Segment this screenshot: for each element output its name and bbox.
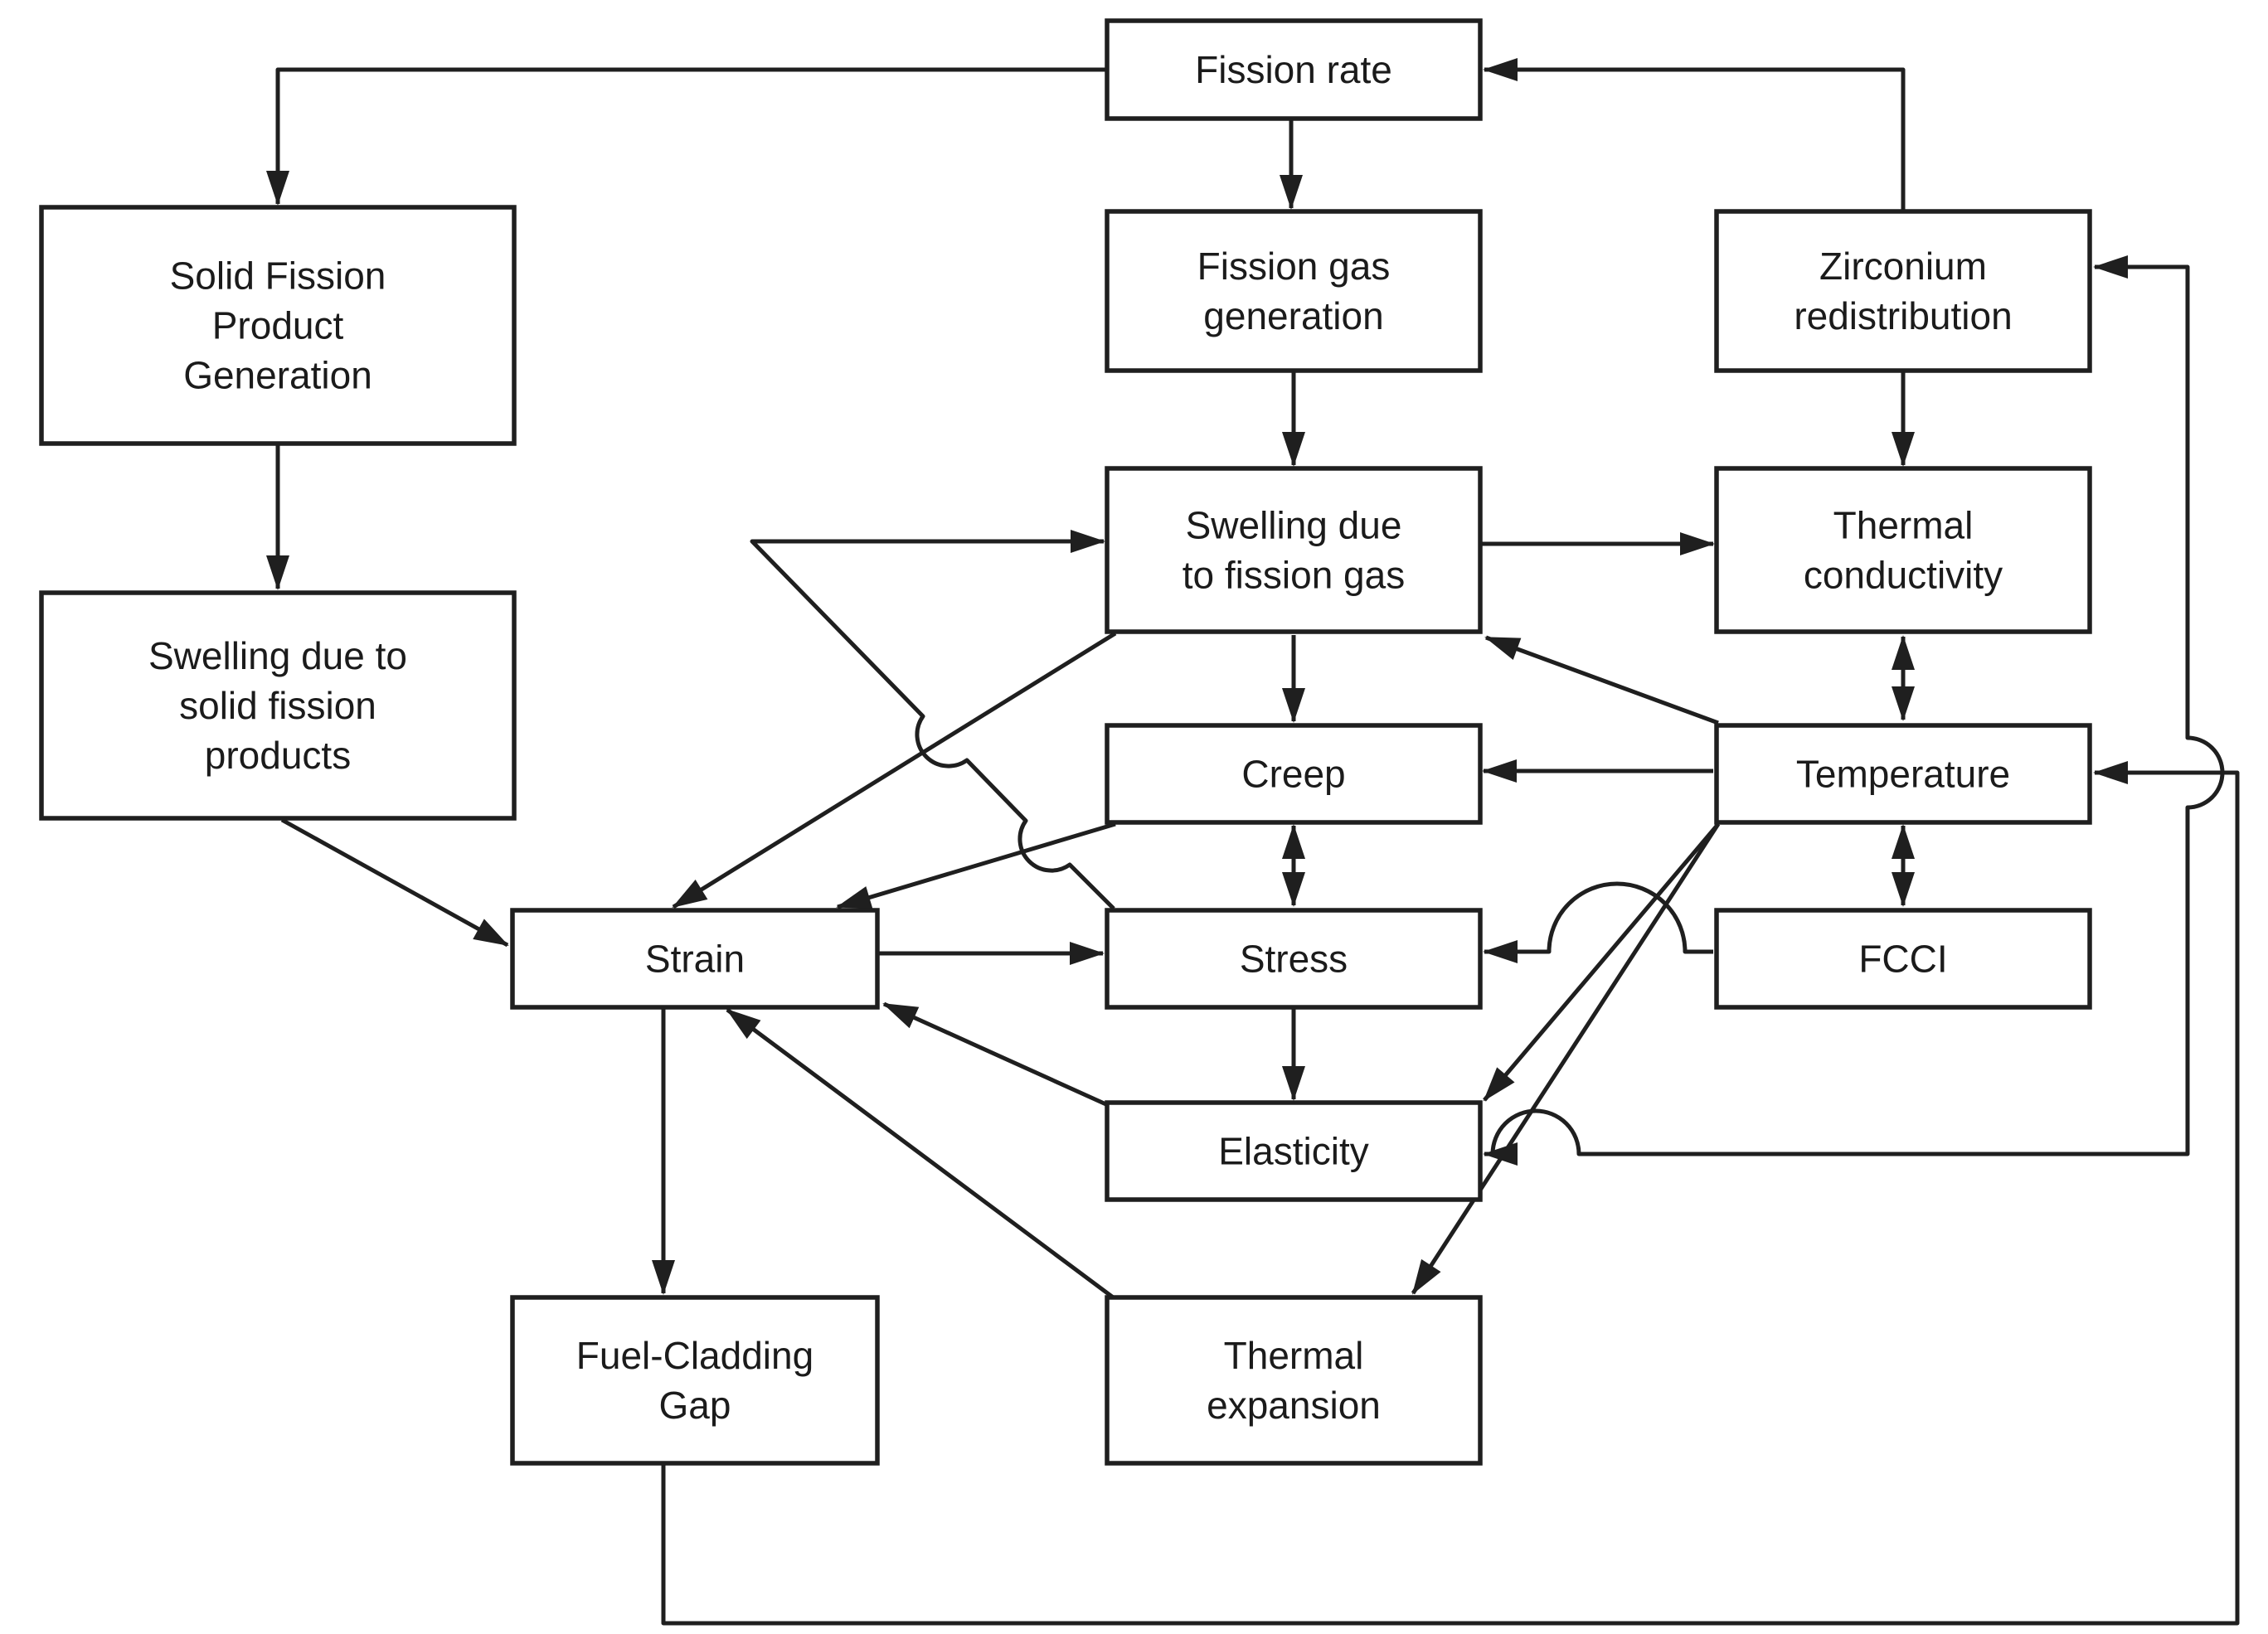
node-strain: Strain [510,908,880,1010]
edge-fission-rate-to-solid-fission-product-generation [266,67,1107,206]
edge-swelling-solid-fission-products-to-strain [280,817,509,948]
creep-box [1105,723,1483,825]
swelling-solid-fission-products-box [39,590,517,821]
temperature-box [1714,723,2092,825]
fission-rate-box [1105,18,1483,121]
node-fission-rate: Fission rate [1105,18,1483,121]
fcci-label: FCCI [1858,938,1947,981]
stress-label: Stress [1240,938,1348,981]
solid-fission-product-generation-box [39,205,517,446]
edge-temperature-to-elasticity [1483,822,1720,1102]
stress-box [1105,908,1483,1010]
elasticity-box [1105,1100,1483,1202]
thermal-conductivity-box [1714,466,2092,634]
edge-zirconium-redistribution-to-fission-rate [1483,58,1906,210]
edge-temperature-to-swelling-fission-gas [1484,635,1719,725]
strain-box [510,908,880,1010]
node-stress: Stress [1105,908,1483,1010]
edge-swelling-fission-gas-to-strain [672,631,1117,909]
edge-stress-to-swelling-fission-gas [750,530,1115,910]
edge-fuel-cladding-gap-to-temperature [661,761,2240,1626]
node-temperature: Temperature [1714,723,2092,825]
edge-temperature-to-thermal-expansion [1411,822,1721,1295]
edge-elasticity-to-strain [882,1001,1119,1112]
fission-rate-label: Fission rate [1195,48,1392,91]
edge-creep-to-strain [836,822,1116,909]
edges-layer [266,58,2240,1626]
thermal-expansion-box [1105,1295,1483,1466]
fcci-box [1714,908,2092,1010]
zirconium-redistribution-box [1714,209,2092,373]
strain-label: Strain [645,938,745,981]
node-elasticity: Elasticity [1105,1100,1483,1202]
edge-thermal-expansion-to-strain [726,1007,1117,1302]
node-creep: Creep [1105,723,1483,825]
creep-label: Creep [1241,753,1345,796]
node-fcci: FCCI [1714,908,2092,1010]
elasticity-label: Elasticity [1218,1130,1368,1173]
edge-zirconium-redistribution-to-elasticity [1483,255,2225,1166]
edge-fcci-to-stress [1483,881,1713,963]
temperature-label: Temperature [1796,753,2010,796]
fission-gas-generation-box [1105,209,1483,373]
swelling-fission-gas-box [1105,466,1483,634]
fuel-cladding-gap-box [510,1295,880,1466]
